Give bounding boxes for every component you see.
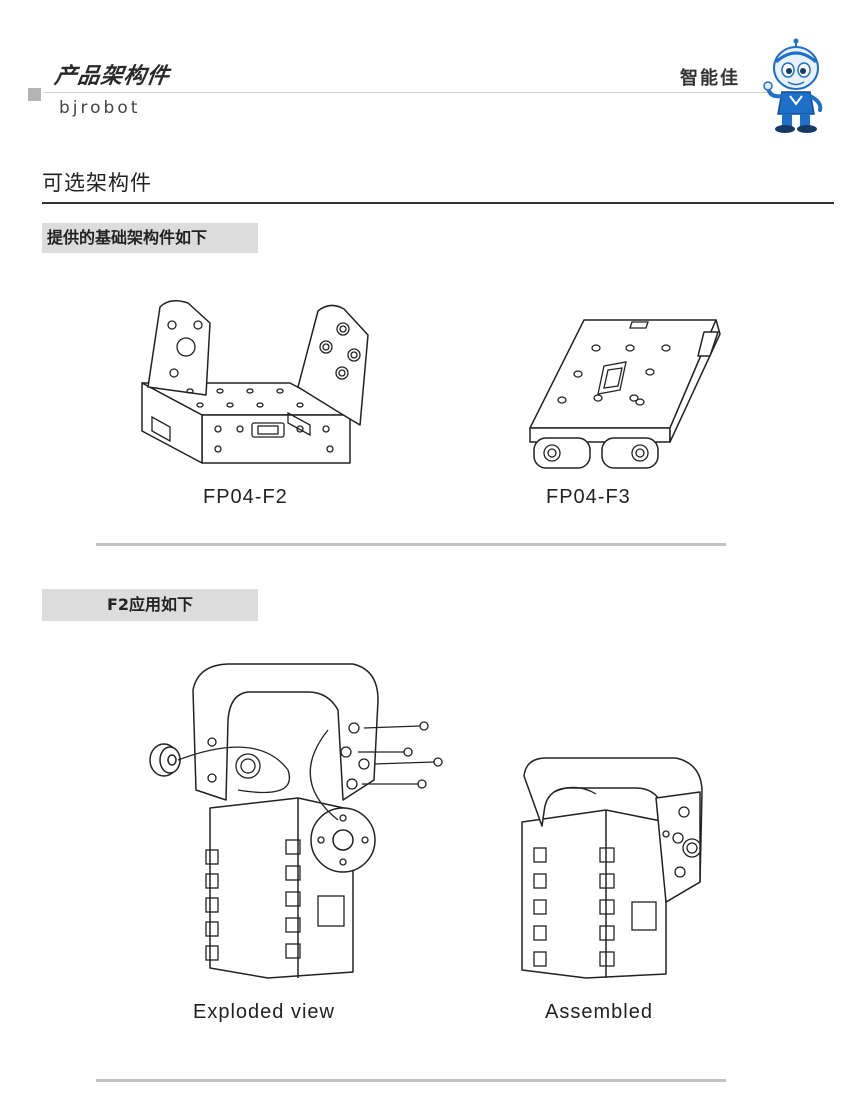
assembled-view-drawing bbox=[521, 757, 703, 979]
view-caption-exploded: Exploded view bbox=[193, 1001, 335, 1023]
brand-name: 智能佳 bbox=[680, 68, 740, 89]
part-caption-f3: FP04-F3 bbox=[546, 486, 631, 508]
fp04-f3-bracket-drawing bbox=[529, 319, 721, 469]
robot-mascot-icon bbox=[763, 38, 823, 133]
f2-application-label: F2应用如下 bbox=[42, 589, 258, 621]
separator-1 bbox=[96, 543, 726, 546]
view-caption-assembled: Assembled bbox=[545, 1001, 653, 1023]
header-square-marker bbox=[28, 88, 41, 101]
exploded-view-drawing bbox=[149, 663, 443, 979]
section-title: 可选架构件 bbox=[42, 171, 152, 195]
separator-2 bbox=[96, 1079, 726, 1082]
header-title: 产品架构件 bbox=[52, 64, 172, 89]
base-parts-label: 提供的基础架构件如下 bbox=[42, 223, 258, 253]
header-subtitle: bjrobot bbox=[59, 98, 141, 118]
fp04-f2-bracket-drawing bbox=[141, 300, 369, 464]
section-rule bbox=[42, 202, 834, 204]
part-caption-f2: FP04-F2 bbox=[203, 486, 288, 508]
header-divider bbox=[44, 92, 772, 93]
